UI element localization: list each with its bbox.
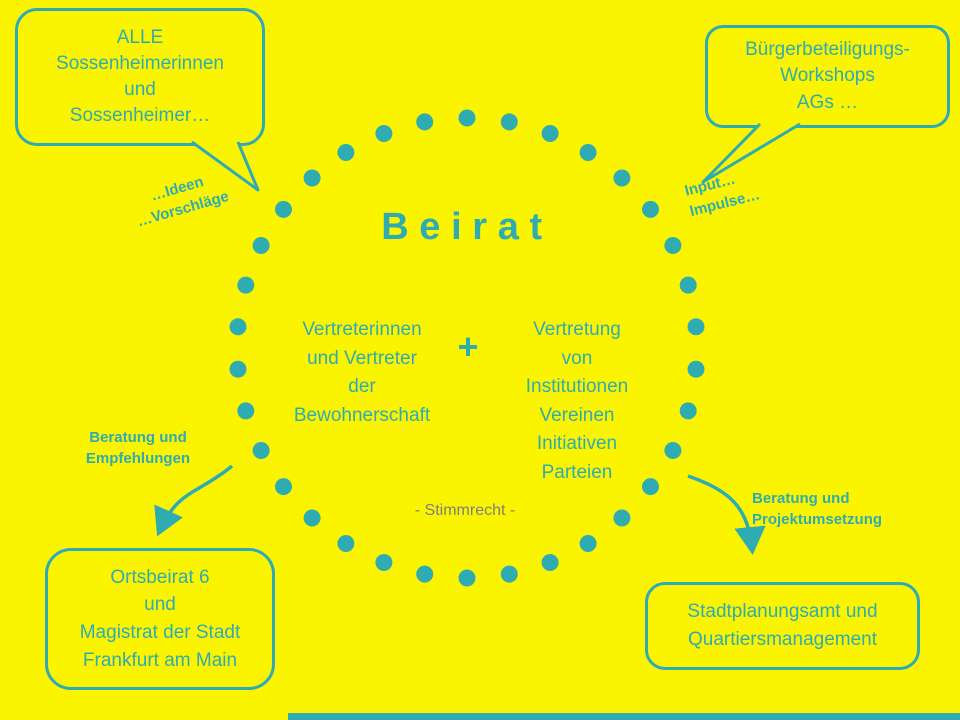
arrow-to-stadtplanungsamt [687, 474, 766, 555]
speech-bubble-residents-text: ALLE Sossenheimerinnen und Sossenheimer… [56, 26, 224, 127]
label-advice-recommendations: Beratung und Empfehlungen [85, 429, 191, 467]
label-ideas: …Ideen …Vorschläge [134, 173, 231, 231]
box-ortsbeirat: Ortsbeirat 6 und Magistrat der Stadt Fra… [45, 548, 275, 690]
label-advice-implementation: Beratung und Projektumsetzung [752, 490, 883, 528]
arrow-to-ortsbeirat [154, 464, 234, 537]
speech-bubble-workshops: Bürgerbeteiligungs- Workshops AGs … [705, 25, 950, 128]
voting-rights-note: - Stimmrecht - [414, 502, 516, 519]
label-impulses: Input… Impulse… [682, 170, 762, 221]
box-stadtplanungsamt: Stadtplanungsamt und Quartiersmanagement [645, 582, 920, 670]
members-institutions-block: Vertretung von Institutionen Vereinen In… [525, 319, 629, 483]
page-title: Beirat [381, 206, 553, 248]
speech-bubble-workshops-text: Bürgerbeteiligungs- Workshops AGs … [745, 39, 910, 113]
speech-bubble-residents: ALLE Sossenheimerinnen und Sossenheimer… [15, 8, 265, 146]
plus-sign: + [457, 326, 479, 367]
bottom-accent-bar [288, 713, 960, 720]
members-residents-block: Vertreterinnen und Vertreter der Bewohne… [293, 319, 431, 426]
box-ortsbeirat-text: Ortsbeirat 6 und Magistrat der Stadt Fra… [79, 566, 241, 671]
box-stadtplanungsamt-text: Stadtplanungsamt und Quartiersmanagement [687, 601, 878, 650]
